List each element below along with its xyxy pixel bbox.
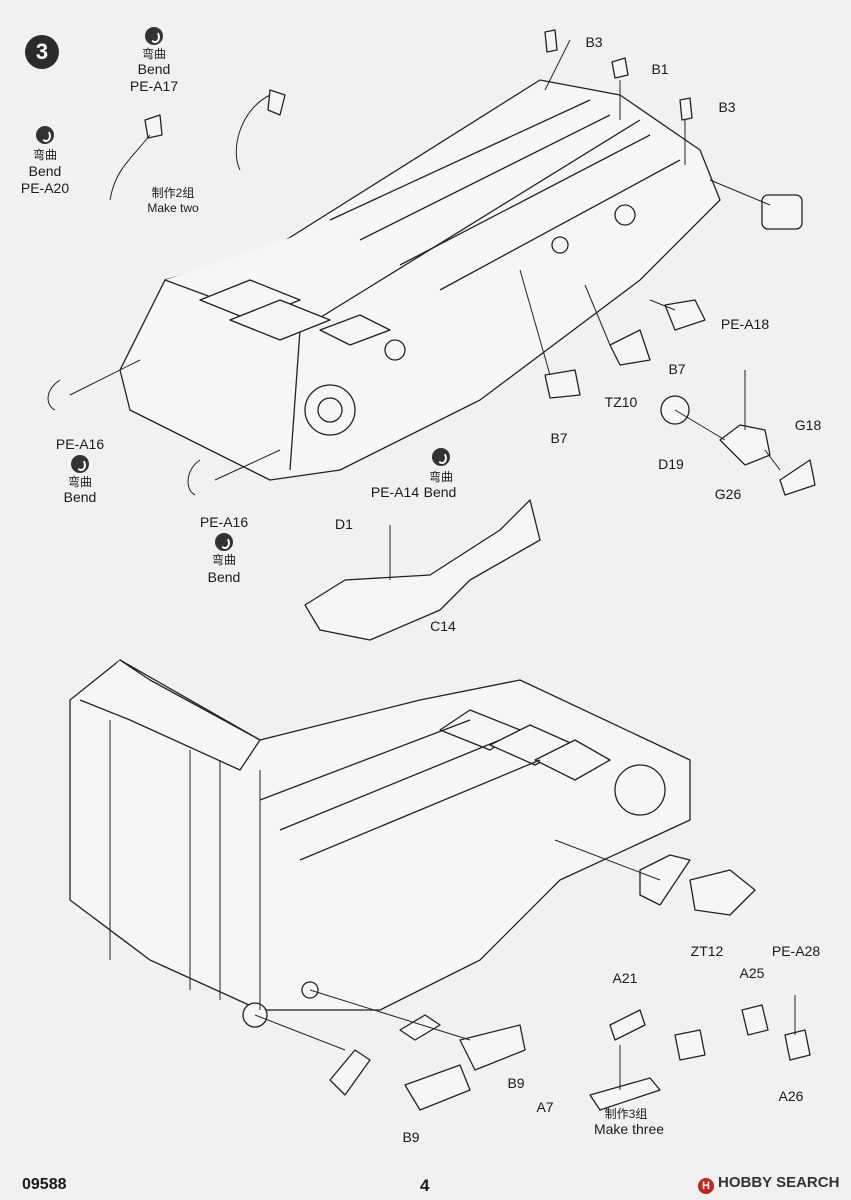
page-number: 4 — [420, 1176, 430, 1195]
label-g26: G26 — [714, 486, 742, 502]
label-a25: A25 — [739, 965, 765, 981]
label-b3: B3 — [585, 34, 603, 50]
bend-icon — [145, 27, 163, 45]
bend-icon — [36, 126, 54, 144]
label-pe-a28: PE-A28 — [771, 943, 821, 959]
label-d19: D19 — [658, 456, 684, 472]
bend-note-en: Bend — [137, 61, 171, 77]
step-number-badge: 3 — [25, 35, 59, 69]
bend-icon — [432, 448, 450, 466]
label-zt12: ZT12 — [690, 943, 724, 959]
bend-note-en: Bend — [423, 484, 457, 500]
bend-note-cn: 弯曲 — [67, 475, 93, 489]
label-pe-a17: PE-A17 — [129, 78, 179, 94]
label-b3: B3 — [718, 99, 736, 115]
label-a7: A7 — [536, 1099, 554, 1115]
label-pe-a16: PE-A16 — [199, 514, 249, 530]
bend-icon — [71, 455, 89, 473]
label-pe-a16: PE-A16 — [55, 436, 105, 452]
bend-note-cn: 弯曲 — [428, 470, 454, 484]
label-d1: D1 — [335, 516, 353, 532]
bend-note-en: Bend — [28, 163, 62, 179]
brand-logo-icon: H — [698, 1178, 714, 1194]
label-pe-a18: PE-A18 — [720, 316, 770, 332]
label-b9: B9 — [402, 1129, 420, 1145]
label-tz10: TZ10 — [604, 394, 638, 410]
bend-note-en: Bend — [207, 569, 241, 585]
bend-note-cn: 弯曲 — [211, 553, 237, 567]
label-b7: B7 — [668, 361, 686, 377]
bend-note-en: Bend — [63, 489, 97, 505]
label-pe-a20: PE-A20 — [20, 180, 70, 196]
bend-note-cn: 弯曲 — [141, 47, 167, 61]
product-code: 09588 — [22, 1176, 67, 1193]
label-g18: G18 — [794, 417, 822, 433]
make-three-en: Make three — [593, 1121, 665, 1137]
bend-icon — [215, 533, 233, 551]
make-two-en: Make two — [147, 201, 199, 215]
label-a21: A21 — [612, 970, 638, 986]
label-b7: B7 — [550, 430, 568, 446]
label-a26: A26 — [778, 1088, 804, 1104]
make-two-cn: 制作2组 — [151, 186, 195, 200]
watermark-text: HOBBY SEARCH — [718, 1174, 840, 1191]
make-three-cn: 制作3组 — [604, 1107, 648, 1121]
label-pe-a14: PE-A14 — [370, 484, 420, 500]
label-b1: B1 — [651, 61, 669, 77]
label-c14: C14 — [430, 618, 456, 634]
bend-note-cn: 弯曲 — [32, 148, 58, 162]
label-b9: B9 — [507, 1075, 525, 1091]
